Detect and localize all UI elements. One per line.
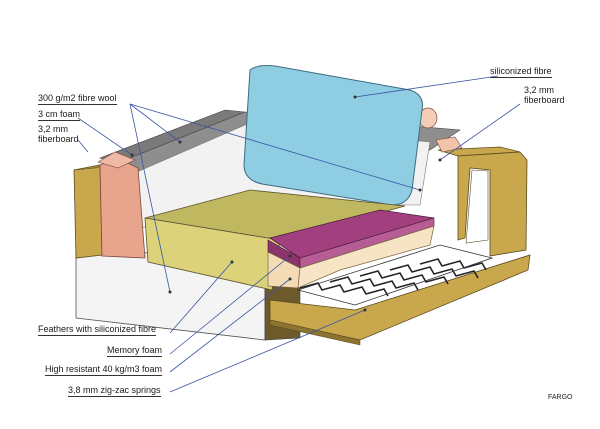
leader-lines [77, 75, 521, 393]
brand-label: FARGO [548, 394, 573, 401]
spring-frame [296, 244, 494, 306]
label-fiberboard-left: 3,2 mm fiberboard [38, 124, 79, 144]
right-arm-frame-side [457, 151, 528, 257]
left-arm-padding-top [97, 151, 136, 169]
left-arm-fiberboard-front [73, 164, 103, 259]
label-zig-zag-springs: 3,8 mm zig-zac springs [68, 385, 161, 397]
bottom-fiberboard-edge [269, 319, 361, 346]
right-arm-frame-opening [465, 169, 489, 244]
zig-zag-springs [299, 258, 487, 297]
label-high-resistant-foam: High resistant 40 kg/m3 foam [45, 364, 163, 376]
label-feathers: Feathers with siliconized fibre [38, 324, 157, 336]
leader-dots [130, 95, 442, 312]
seat-cushion-front [144, 217, 281, 291]
label-fibre-wool: 300 g/m2 fibre wool [38, 93, 117, 105]
right-arm-pad [435, 136, 463, 153]
label-3cm-foam: 3 cm foam [38, 109, 81, 121]
left-arm-foam [99, 157, 146, 259]
label-fiberboard-right: 3,2 mm fiberboard [524, 85, 565, 105]
backrest-cushion [243, 65, 423, 206]
label-siliconized-fibre: siliconized fibre [490, 66, 552, 78]
hr-foam-side [297, 225, 435, 289]
label-memory-foam: Memory foam [107, 345, 163, 357]
